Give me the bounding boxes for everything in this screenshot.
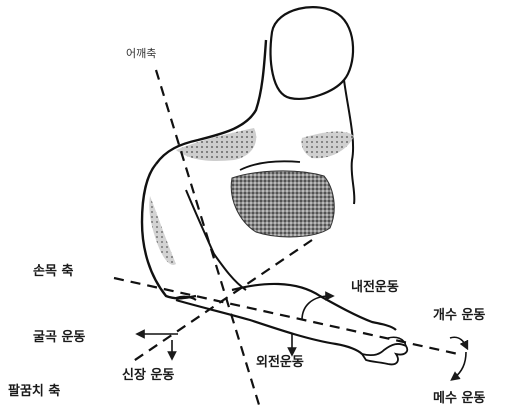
elbow-axis-label: 팔꿈치 축 bbox=[8, 385, 60, 398]
chest-upper-shading bbox=[301, 132, 354, 159]
wrist-axis-line bbox=[114, 278, 458, 354]
wrist-axis-label: 손목 축 bbox=[33, 265, 73, 278]
hand-outline bbox=[362, 344, 407, 364]
extension-label: 신장 운동 bbox=[122, 369, 174, 382]
chest-shading bbox=[231, 171, 334, 237]
flexion-label: 굴곡 운동 bbox=[33, 331, 85, 344]
shoulder-shading bbox=[176, 128, 256, 161]
upper-arm-outline bbox=[142, 164, 196, 298]
adduction-arrow bbox=[454, 352, 466, 378]
abduction-label: 개수 운동 bbox=[433, 309, 485, 322]
abduction-arrow bbox=[450, 337, 466, 346]
internal-rotation-label: 내전운동 bbox=[351, 281, 399, 294]
shoulder-axis-label: 어깨축 bbox=[126, 48, 156, 59]
external-rotation-label: 외전운동 bbox=[256, 356, 304, 369]
adduction-label: 메수 운동 bbox=[433, 392, 485, 405]
shoulder-axis-line bbox=[156, 70, 260, 408]
head-outline bbox=[271, 7, 353, 99]
upper-arm-shading bbox=[149, 196, 176, 265]
